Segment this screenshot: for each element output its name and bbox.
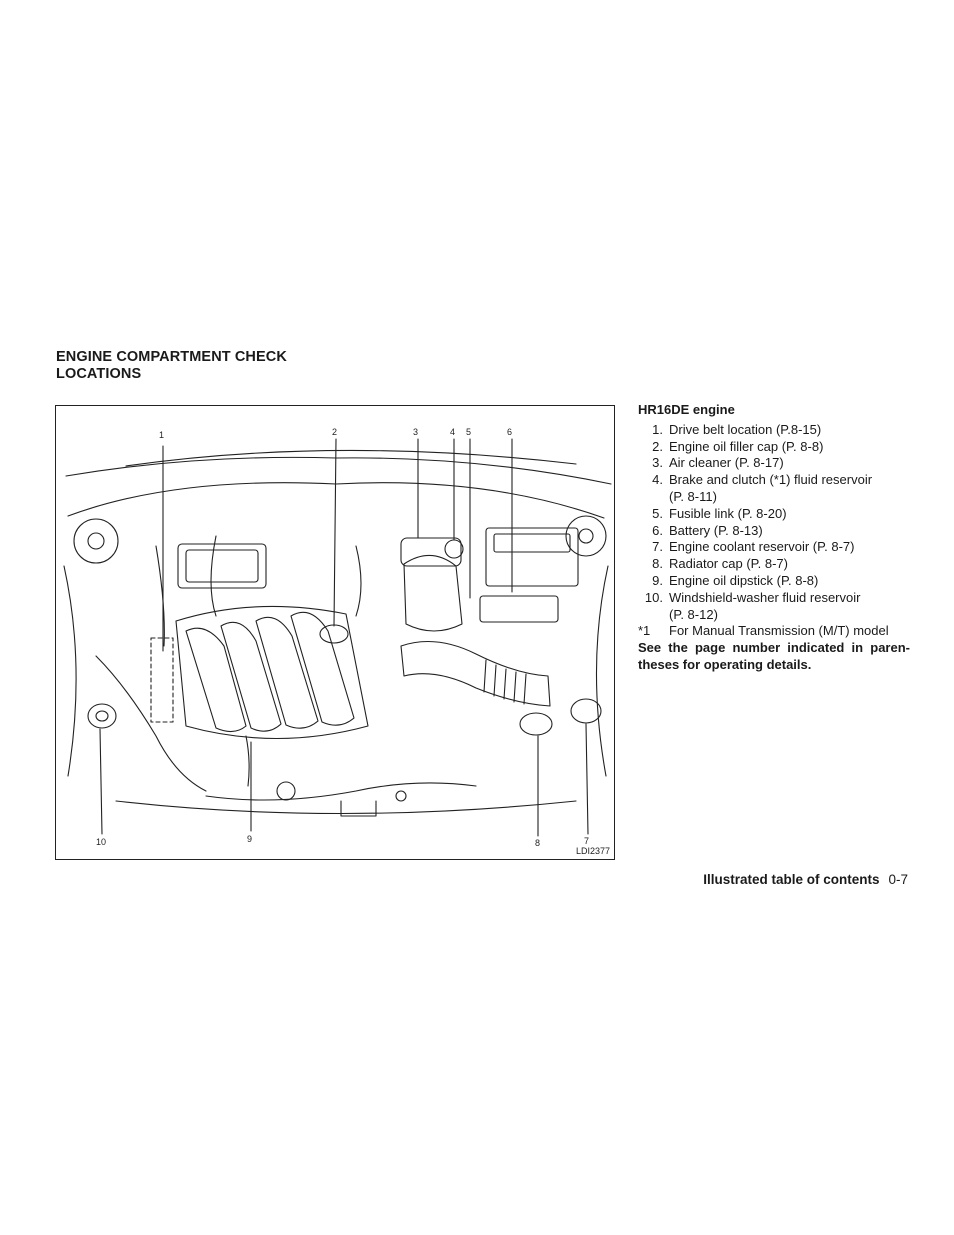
- callout-6: 6: [507, 427, 513, 437]
- footnote-mark: *1: [638, 623, 651, 639]
- left-strut-tower: [73, 518, 119, 564]
- section-title-line-1: ENGINE COMPARTMENT CHECK: [56, 349, 287, 365]
- fusible-link-box: [479, 595, 559, 623]
- list-item: 1. Drive belt location (P.8-15): [638, 422, 910, 439]
- washer-fluid-reservoir-cap: [87, 703, 117, 729]
- brake-fluid-reservoir-cap: [444, 539, 464, 559]
- intake-runner-3: [255, 616, 319, 729]
- list-number: 1.: [652, 421, 663, 437]
- intake-duct-ribs: [483, 659, 527, 705]
- footnote-text: For Manual Transmission (M/T) model: [669, 623, 889, 639]
- intake-runner-2: [220, 621, 282, 732]
- left-strut-nut: [87, 532, 105, 550]
- list-item: 10. Windshield-washer fluid reservoir(P. …: [638, 590, 910, 624]
- intake-plenum: [175, 605, 369, 740]
- washer-fluid-reservoir-inner: [95, 710, 109, 722]
- callout-7: 7: [584, 836, 590, 846]
- list-item: 6. Battery (P. 8-13): [638, 523, 910, 540]
- list-text: Windshield-washer fluid reservoir: [669, 589, 861, 605]
- list-text: Engine coolant reservoir (P. 8-7): [669, 539, 855, 555]
- callout-3: 3: [413, 427, 419, 437]
- legend-column: HR16DE engine 1. Drive belt location (P.8…: [638, 402, 910, 674]
- list-number: 5.: [652, 505, 663, 521]
- callout-8: 8: [535, 838, 541, 848]
- page-number: 0-7: [888, 872, 908, 887]
- list-number: 6.: [652, 522, 663, 538]
- right-strut-nut: [578, 528, 594, 544]
- callout-10: 10: [96, 837, 107, 847]
- footnote: *1 For Manual Transmission (M/T) model: [638, 623, 910, 640]
- section-title: ENGINE COMPARTMENT CHECK LOCATIONS: [56, 349, 287, 383]
- list-text: Fusible link (P. 8-20): [669, 505, 787, 521]
- list-text-continuation: (P. 8-11): [669, 488, 717, 504]
- section-title-line-2: LOCATIONS: [56, 366, 142, 382]
- front-bolt-1: [276, 781, 296, 801]
- list-number: 9.: [652, 572, 663, 588]
- battery: [485, 527, 579, 587]
- drive-belt-dashed-area: [150, 637, 174, 723]
- list-text: Engine oil filler cap (P. 8-8): [669, 438, 824, 454]
- intake-runner-4: [290, 611, 355, 726]
- intake-runner-1: [185, 627, 247, 733]
- list-text: Drive belt location (P.8-15): [669, 421, 822, 437]
- front-cross-member: [115, 800, 577, 815]
- left-hose: [95, 655, 207, 792]
- cowl-line: [125, 449, 577, 467]
- footer-section-label: Illustrated table of contents: [703, 872, 880, 887]
- list-number: 3.: [652, 455, 663, 471]
- callout-1: 1: [159, 430, 165, 440]
- lower-hose: [205, 782, 477, 801]
- callout-9: 9: [247, 834, 253, 844]
- engine-line-drawing: [63, 438, 612, 837]
- list-item: 4. Brake and clutch (*1) fluid reservoir(…: [638, 472, 910, 506]
- left-fender: [63, 565, 77, 777]
- list-item: 9. Engine oil dipstick (P. 8-8): [638, 573, 910, 590]
- air-intake-duct: [400, 641, 551, 707]
- front-bracket: [340, 800, 377, 817]
- list-text-continuation: (P. 8-12): [669, 606, 718, 622]
- list-text: Engine oil dipstick (P. 8-8): [669, 572, 819, 588]
- list-number: 8.: [652, 556, 663, 572]
- left-control-module: [177, 543, 267, 589]
- callout-5: 5: [466, 427, 472, 437]
- figure-code: LDI2377: [575, 846, 610, 856]
- callout-4: 4: [450, 427, 456, 437]
- front-bolt-2: [395, 790, 407, 802]
- list-number: 4.: [652, 472, 663, 488]
- right-strut-tower: [565, 515, 607, 557]
- list-item: 2. Engine oil filler cap (P. 8-8): [638, 439, 910, 456]
- left-control-module-lid: [185, 549, 259, 583]
- page-footer: Illustrated table of contents 0-7: [703, 872, 908, 887]
- list-item: 3. Air cleaner (P. 8-17): [638, 455, 910, 472]
- hood-outline: [65, 456, 612, 485]
- list-text: Battery (P. 8-13): [669, 522, 763, 538]
- operating-note: See the page number indicated in paren-t…: [638, 640, 910, 672]
- callout-2: 2: [332, 427, 338, 437]
- air-cleaner-box: [403, 554, 463, 632]
- radiator-cap: [519, 712, 553, 736]
- list-item: 8. Radiator cap (P. 8-7): [638, 556, 910, 573]
- dipstick-tube: [245, 735, 250, 787]
- list-item: 5. Fusible link (P. 8-20): [638, 506, 910, 523]
- oil-filler-cap: [319, 624, 349, 644]
- engine-compartment-illustration: 1 2 3 4 5 6 7 8 9 10 LDI2377: [55, 405, 615, 860]
- list-number: 7.: [652, 539, 663, 555]
- battery-top: [493, 533, 571, 553]
- engine-heading: HR16DE engine: [638, 402, 735, 417]
- list-number: 2.: [652, 438, 663, 454]
- list-number: 10.: [644, 589, 663, 605]
- coolant-reservoir: [570, 698, 602, 724]
- air-cleaner-lid: [400, 537, 462, 567]
- list-text: Brake and clutch (*1) fluid reservoir: [669, 472, 873, 488]
- right-fender: [595, 565, 609, 777]
- list-text: Air cleaner (P. 8-17): [669, 455, 784, 471]
- list-item: 7. Engine coolant reservoir (P. 8-7): [638, 539, 910, 556]
- list-text: Radiator cap (P. 8-7): [669, 556, 788, 572]
